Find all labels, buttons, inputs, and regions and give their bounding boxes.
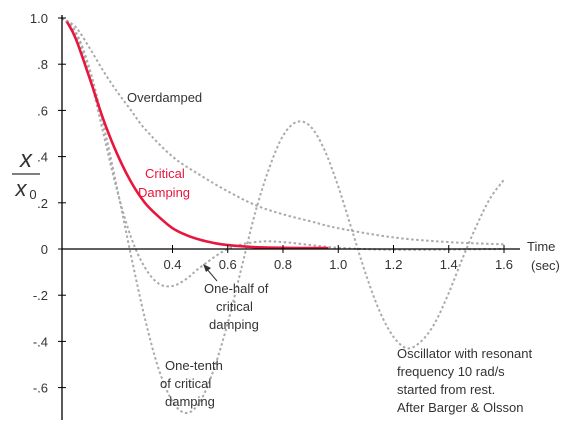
y-tick-label: .6 — [37, 103, 48, 118]
annotation-critical-line1: Critical — [145, 166, 185, 181]
svg-text:x: x — [15, 176, 28, 201]
annotation-note: Oscillator with resonant frequency 10 ra… — [397, 346, 532, 415]
annotation-critical: Critical Damping — [138, 166, 190, 200]
y-tick-label: .2 — [37, 196, 48, 211]
series-critical-damping-line — [66, 21, 329, 250]
y-tick-label: .8 — [37, 57, 48, 72]
x-tick-label: 1.4 — [440, 257, 458, 272]
x-tick-label: 1.2 — [384, 257, 402, 272]
annotation-overdamped: Overdamped — [127, 90, 202, 105]
x-axis-unit: (sec) — [531, 258, 560, 273]
y-tick-label: -.2 — [33, 288, 48, 303]
annotation-critical-line2: Damping — [138, 185, 190, 200]
annotation-tenth-line3: damping — [165, 394, 215, 409]
y-label-numerator: x — [19, 146, 33, 173]
annotation-tenth-line2: of critical — [160, 376, 211, 391]
annotation-half-line1: One-half of — [204, 281, 269, 296]
series-one-tenth-of-critical-damping-line — [61, 17, 505, 415]
x-tick-label: 1.6 — [495, 257, 513, 272]
y-tick-label: 1.0 — [30, 11, 48, 26]
series-overdamped-line — [61, 17, 505, 246]
x-tick-label: 1.0 — [329, 257, 347, 272]
note-line3: started from rest. — [397, 382, 495, 397]
axes — [61, 15, 520, 420]
y-tick-label: .4 — [37, 150, 48, 165]
x-tick-label: 0.8 — [274, 257, 292, 272]
y-tick-label: -.6 — [33, 381, 48, 396]
note-line4: After Barger & Olsson — [397, 400, 523, 415]
annotation-tenth-line1: One-tenth — [165, 358, 223, 373]
annotation-tenth: One-tenth of critical damping — [160, 358, 223, 409]
y-tick-label: -.4 — [33, 334, 48, 349]
note-line1: Oscillator with resonant — [397, 346, 532, 361]
svg-text:0: 0 — [29, 187, 36, 202]
x-axis-label: Time — [527, 239, 555, 254]
x-tick-label: 0.6 — [219, 257, 237, 272]
note-line2: frequency 10 rad/s — [397, 364, 505, 379]
y-label-denominator: x 0 — [15, 176, 37, 202]
annotation-half-line3: damping — [209, 317, 259, 332]
annotation-arrow — [203, 264, 218, 282]
series-layer — [61, 17, 505, 415]
annotation-half-line2: critical — [216, 299, 253, 314]
x-tick-label: 0.4 — [163, 257, 181, 272]
annotation-half: One-half of critical damping — [204, 281, 269, 332]
y-tick-label: 0 — [41, 242, 48, 257]
